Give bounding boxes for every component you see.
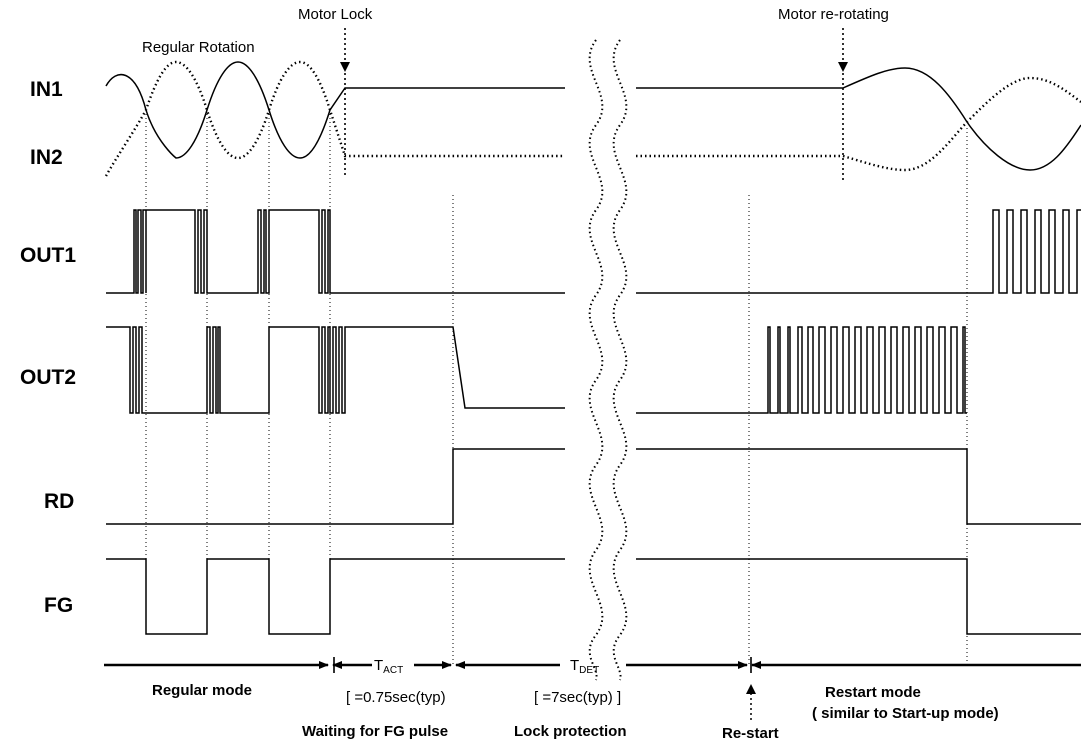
signal-label-in1: IN1 xyxy=(30,78,63,101)
motor-lock-arrowhead xyxy=(340,62,350,72)
signal-label-out2: OUT2 xyxy=(20,366,76,389)
mode-timeline xyxy=(104,657,1081,673)
time-break-line-right xyxy=(612,39,628,681)
out1-waveform xyxy=(106,209,1081,294)
in2-waveform xyxy=(104,60,1081,177)
motor-lock-label: Motor Lock xyxy=(298,6,373,23)
out2-waveform xyxy=(106,326,967,414)
signal-label-out1: OUT1 xyxy=(20,244,76,267)
rd-waveform xyxy=(106,448,1081,525)
restart-mode-note: ( similar to Start-up mode) xyxy=(812,705,999,722)
in1-waveform xyxy=(105,61,1081,171)
fg-waveform xyxy=(106,558,1081,635)
time-break-line-left xyxy=(588,39,604,681)
t-act-label: TACT xyxy=(374,657,403,676)
vertical-guides xyxy=(145,110,968,665)
motor-rerotating-label: Motor re-rotating xyxy=(778,6,889,23)
t-act-value: [ =0.75sec(typ) xyxy=(346,689,446,706)
regular-mode-label: Regular mode xyxy=(152,682,252,699)
t-det-label: TDET xyxy=(570,657,599,676)
lock-protection-label: Lock protection xyxy=(514,723,627,740)
regular-rotation-label: Regular Rotation xyxy=(142,39,255,56)
signal-label-in2: IN2 xyxy=(30,146,63,169)
restart-point-label: Re-start xyxy=(722,725,779,742)
motor-rerotating-arrowhead xyxy=(838,62,848,72)
restart-mode-label: Restart mode xyxy=(825,684,921,701)
t-det-value: [ =7sec(typ) ] xyxy=(534,689,621,706)
restart-arrowhead xyxy=(746,684,756,694)
signal-label-rd: RD xyxy=(44,490,74,513)
signal-label-fg: FG xyxy=(44,594,73,617)
waiting-fg-label: Waiting for FG pulse xyxy=(302,723,448,740)
